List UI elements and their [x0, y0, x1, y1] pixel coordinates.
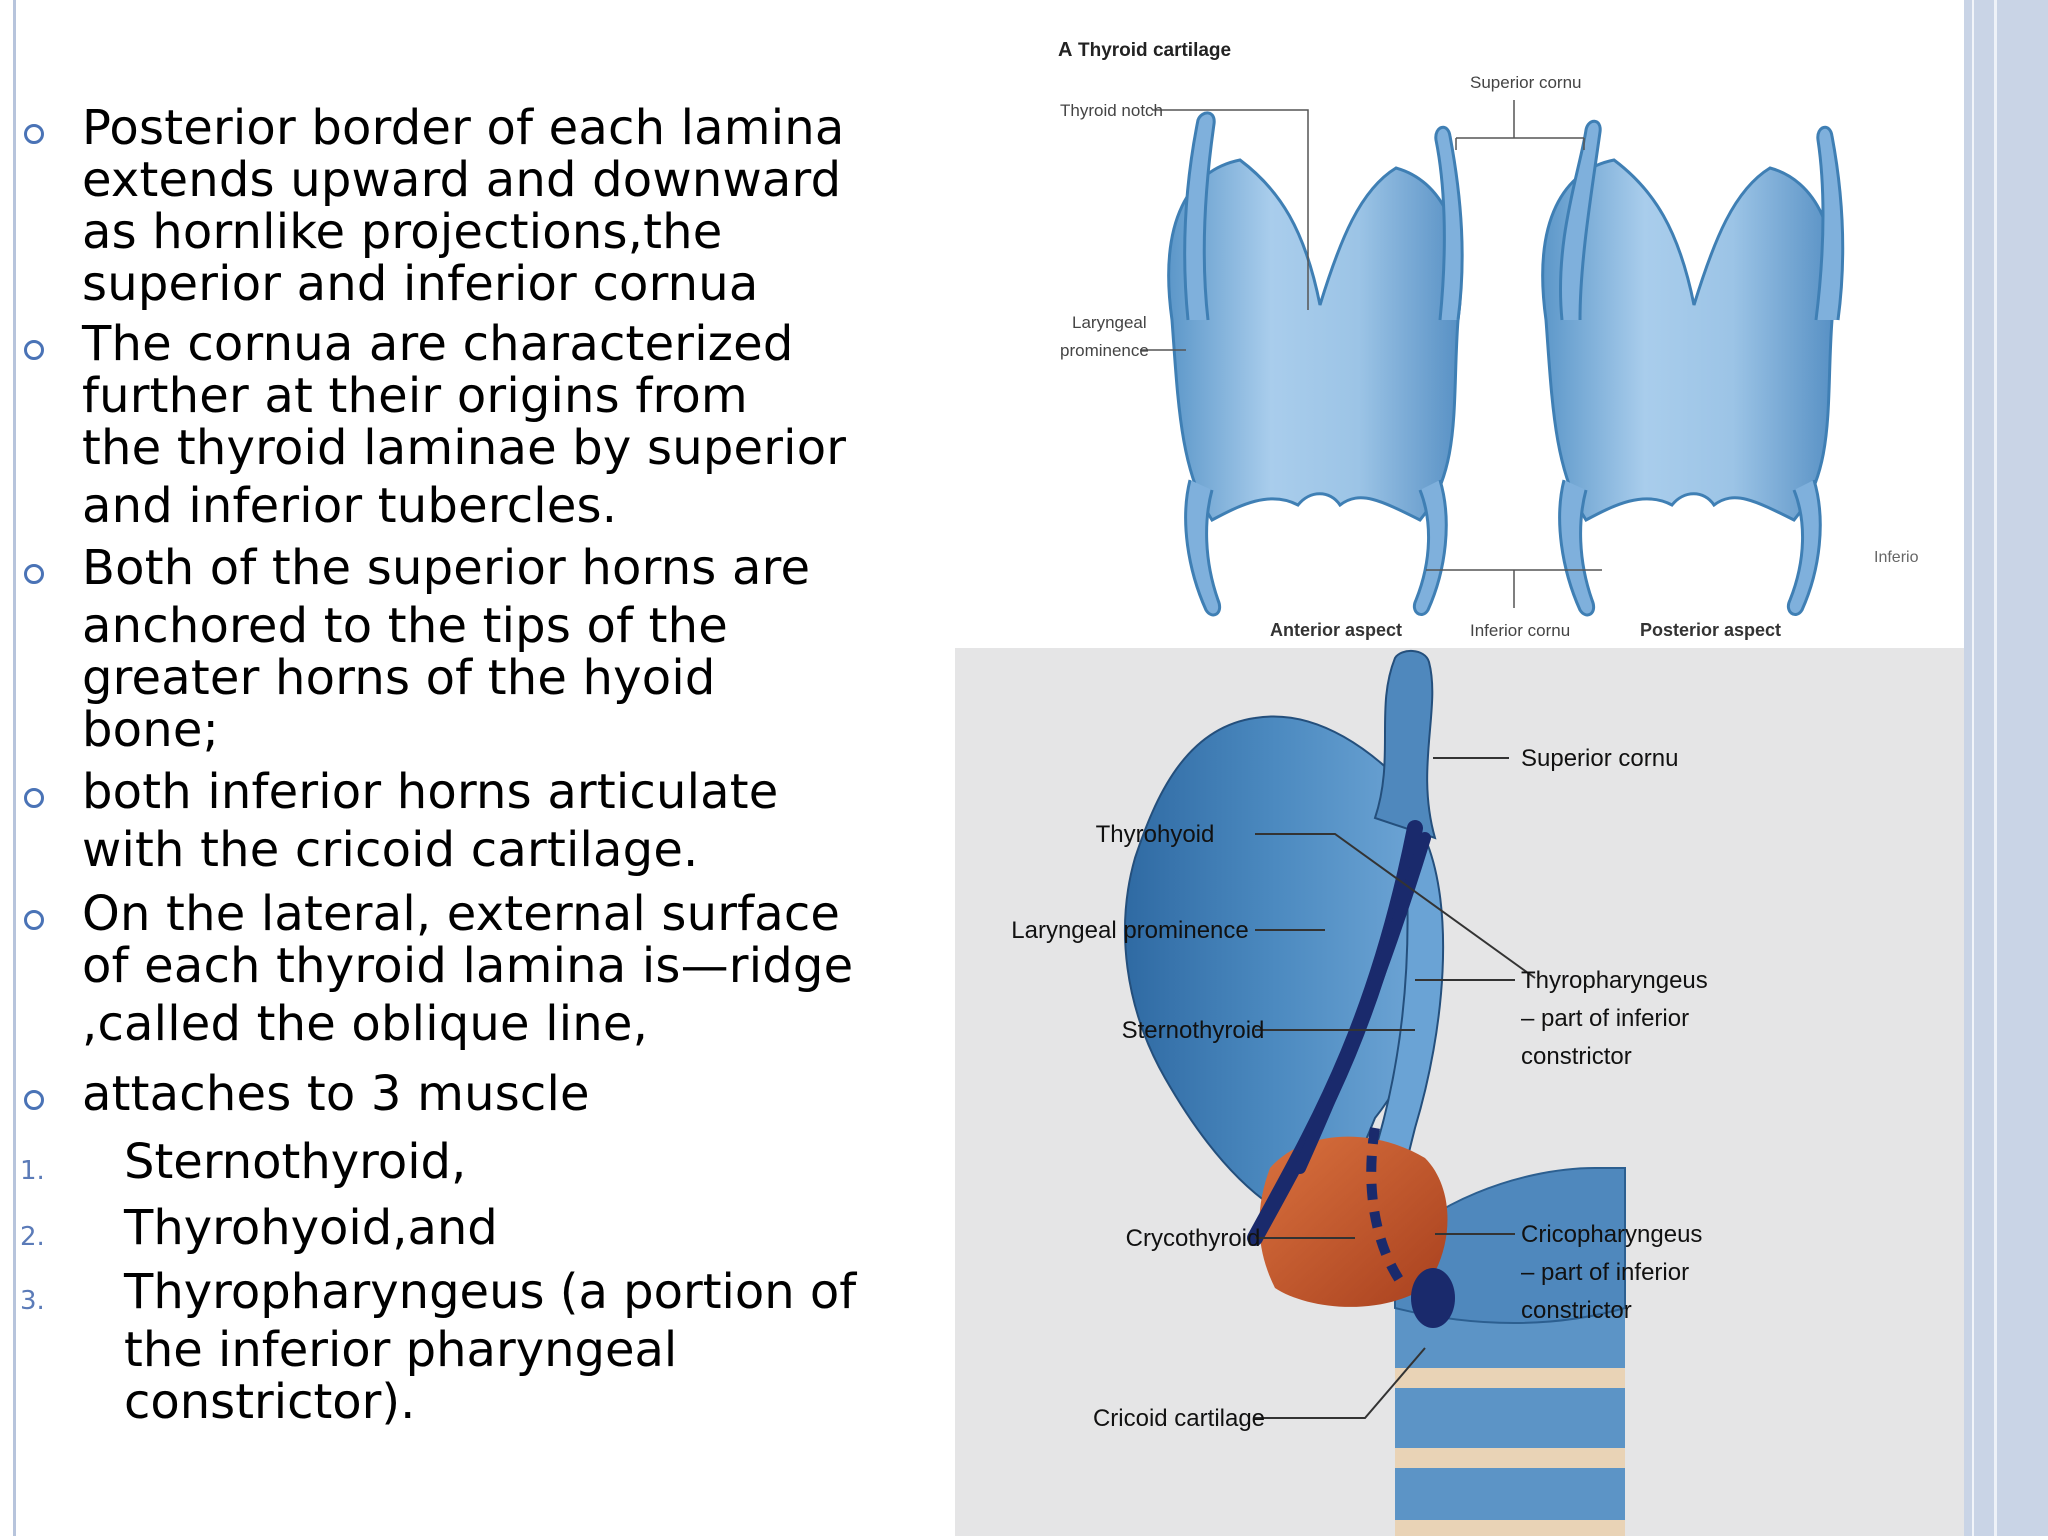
bullet-line: further at their origins from: [82, 368, 748, 424]
bullet-circle-icon: [24, 910, 44, 930]
leader-lines: [1255, 757, 1536, 1419]
bullet-line: as hornlike projections,the: [82, 204, 723, 260]
label-thyropharyngeus-sub2: constrictor: [1521, 1043, 1632, 1070]
figure-letter: A: [1058, 39, 1072, 61]
bullet-circle-icon: [24, 340, 44, 360]
bullet-line: with the cricoid cartilage.: [82, 822, 699, 878]
bullet-line: bone;: [82, 702, 219, 758]
label-cut-off: Inferio: [1874, 549, 1919, 566]
larynx-lateral-figure: Superior cornu Thyrohyoid Laryngeal prom…: [955, 648, 1964, 1538]
bullet-line: anchored to the tips of the: [82, 598, 729, 654]
bullet-line: superior and inferior cornua: [82, 256, 759, 312]
thyroid-cartilage-illustration: A Thyroid cartilage Thyroid notch Superi…: [1058, 39, 1919, 640]
label-laryngeal: Laryngeal: [1072, 313, 1147, 332]
label-anterior-aspect: Anterior aspect: [1270, 620, 1402, 640]
inferior-cornu-joint: [1411, 1268, 1455, 1328]
list-number: 1.: [20, 1156, 45, 1186]
label-superior-cornu: Superior cornu: [1470, 73, 1582, 92]
label-inferior-cornu: Inferior cornu: [1470, 621, 1570, 640]
bullet-circle-icon: [24, 788, 44, 808]
list-number: 3.: [20, 1286, 45, 1316]
figure-title: Thyroid cartilage: [1078, 40, 1231, 61]
slide-text-column: Posterior border of each lamina extends …: [0, 0, 950, 1536]
label-thyropharyngeus-sub: – part of inferior: [1521, 1005, 1689, 1032]
thyroid-lamina: [1124, 715, 1429, 1230]
bullet-line: attaches to 3 muscle: [82, 1066, 590, 1122]
label-laryngeal-prominence: Laryngeal prominence: [1011, 917, 1248, 944]
list-line: Thyropharyngeus (a portion of: [124, 1264, 857, 1320]
list-line: Thyrohyoid,and: [124, 1200, 498, 1256]
label-cricopharyngeus: Cricopharyngeus: [1521, 1221, 1702, 1248]
bullet-line: ,called the oblique line,: [82, 996, 649, 1052]
cricothyroid-muscle: [1259, 1136, 1448, 1307]
bullet-line: Posterior border of each lamina: [82, 100, 845, 156]
label-thyrohyoid: Thyrohyoid: [1096, 821, 1215, 848]
label-prominence: prominence: [1060, 341, 1149, 360]
label-cricopharyngeus-sub: – part of inferior: [1521, 1259, 1689, 1286]
cricopharyngeus-dashed-line: [1366, 1127, 1410, 1291]
label-cricopharyngeus-sub2: constrictor: [1521, 1297, 1632, 1324]
label-posterior-aspect: Posterior aspect: [1640, 620, 1781, 640]
list-line: constrictor).: [124, 1374, 416, 1430]
bullet-line: Both of the superior horns are: [82, 540, 811, 596]
bullet-line: The cornua are characterized: [82, 316, 794, 372]
list-line: the inferior pharyngeal: [124, 1322, 678, 1378]
label-thyroid-notch: Thyroid notch: [1060, 101, 1163, 120]
bullet-line: both inferior horns articulate: [82, 764, 779, 820]
bullet-line: extends upward and downward: [82, 152, 842, 208]
leader-lines: [1140, 100, 1602, 608]
bullet-line: the thyroid laminae by superior: [82, 420, 847, 476]
label-thyropharyngeus: Thyropharyngeus: [1521, 967, 1708, 994]
label-crycothyroid: Crycothyroid: [1126, 1225, 1261, 1252]
left-border-rule: [13, 0, 16, 1536]
thyroid-cartilage-figure: A Thyroid cartilage Thyroid notch Superi…: [1040, 0, 1964, 648]
bullet-line: and inferior tubercles.: [82, 478, 618, 534]
list-number: 2.: [20, 1222, 45, 1252]
bullet-line: On the lateral, external surface: [82, 886, 841, 942]
bullet-circle-icon: [24, 564, 44, 584]
bullet-circle-icon: [24, 1090, 44, 1110]
right-border-line: [1994, 0, 1997, 1536]
right-border-band: [1964, 0, 2048, 1536]
list-line: Sternothyroid,: [124, 1134, 467, 1190]
superior-cornu: [1373, 650, 1437, 840]
bullet-line: greater horns of the hyoid: [82, 650, 716, 706]
label-cricoid-cartilage: Cricoid cartilage: [1093, 1405, 1265, 1432]
label-superior-cornu: Superior cornu: [1521, 745, 1678, 772]
bullet-line: of each thyroid lamina is—ridge: [82, 938, 854, 994]
larynx-lateral-illustration: Superior cornu Thyrohyoid Laryngeal prom…: [1011, 650, 1708, 1538]
label-sternothyroid: Sternothyroid: [1122, 1017, 1265, 1044]
right-border-line: [1972, 0, 1974, 1536]
posterior-thyroid-cartilage: [1541, 119, 1845, 617]
bullet-circle-icon: [24, 124, 44, 144]
anterior-thyroid-cartilage: [1167, 111, 1464, 617]
